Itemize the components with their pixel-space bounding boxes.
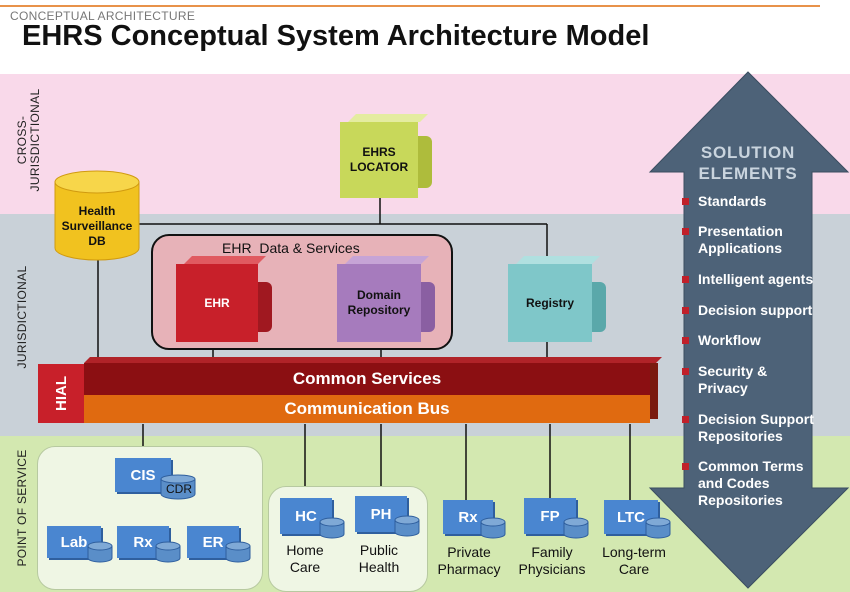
- ltc-caption-line1: Long-term: [602, 544, 666, 560]
- hc-node: HC: [280, 498, 332, 534]
- bullet-icon: [682, 463, 689, 470]
- pharmacy-caption: Private Pharmacy: [430, 544, 508, 578]
- solution-item-4-line1: Decision support: [698, 302, 813, 318]
- solution-item-6-line1: Security &: [698, 363, 768, 379]
- solution-item-6-line2: Privacy: [698, 380, 748, 396]
- ltc-caption: Long-term Care: [594, 544, 674, 578]
- solution-item-7-line1: Decision Support: [698, 411, 814, 427]
- header-caption: CONCEPTUAL ARCHITECTURE: [10, 9, 196, 23]
- rx-db-icon: [155, 541, 181, 563]
- bullet-icon: [682, 276, 689, 283]
- pharmacy-caption-line1: Private: [447, 544, 491, 560]
- solution-item-7-line2: Repositories: [698, 428, 783, 444]
- ph-caption: Public Health: [343, 542, 415, 576]
- bus-side: [650, 363, 658, 419]
- health-surveillance-db-label: Health Surveillance DB: [54, 204, 140, 249]
- hc-caption: Home Care: [270, 542, 340, 576]
- ehrs-locator-line2: LOCATOR: [349, 160, 409, 174]
- page-title: EHRS Conceptual System Architecture Mode…: [22, 20, 650, 52]
- bullet-icon: [682, 228, 689, 235]
- solution-item-8-line3: Repositories: [698, 492, 783, 508]
- solution-item-2-line2: Applications: [698, 240, 783, 256]
- bullet-icon: [682, 198, 689, 205]
- pharmacy-caption-line2: Pharmacy: [437, 561, 501, 577]
- ehr-data-services-title: EHR Data & Services: [222, 240, 360, 256]
- er-db-icon: [225, 541, 251, 563]
- pharmacy-db-icon: [480, 517, 506, 539]
- solution-item-8-line2: and Codes: [698, 475, 770, 491]
- ehrs-locator-line1: EHRS: [362, 145, 396, 159]
- hc-db-icon: [319, 517, 345, 539]
- solution-item-6: Security & Privacy: [682, 363, 832, 397]
- ph-caption-line1: Public: [359, 542, 399, 558]
- ehr-label: EHR: [176, 264, 258, 342]
- communication-bus-bar: Communication Bus: [84, 395, 650, 423]
- solution-item-1: Standards: [682, 193, 832, 210]
- solution-title-line2: ELEMENTS: [698, 164, 798, 183]
- health-surveillance-line1: Health: [78, 204, 116, 218]
- bullet-icon: [682, 307, 689, 314]
- fp-caption: Family Physicians: [512, 544, 592, 578]
- fp-db-icon: [563, 517, 589, 539]
- registry-label: Registry: [508, 264, 592, 342]
- solution-item-2: Presentation Applications: [682, 223, 832, 257]
- header-rule: [0, 5, 820, 7]
- solution-item-1-line1: Standards: [698, 193, 767, 209]
- ltc-db-icon: [645, 517, 671, 539]
- solution-item-8-line1: Common Terms: [698, 458, 804, 474]
- hc-caption-line1: Home: [286, 542, 324, 558]
- bullet-icon: [682, 337, 689, 344]
- ltc-caption-line2: Care: [618, 561, 650, 577]
- fp-caption-line2: Physicians: [518, 561, 586, 577]
- fp-caption-line1: Family: [531, 544, 573, 560]
- domain-repository-line1: Domain: [356, 288, 401, 302]
- solution-item-3-line1: Intelligent agents: [698, 271, 814, 287]
- cis-node: CIS: [115, 458, 171, 492]
- solution-item-5-line1: Workflow: [698, 332, 761, 348]
- bullet-icon: [682, 368, 689, 375]
- solution-title-line1: SOLUTION: [700, 143, 796, 162]
- ehr-cube: EHR: [176, 256, 274, 342]
- solution-elements-title: SOLUTION ELEMENTS: [684, 142, 812, 184]
- common-services-bar: Common Services: [84, 363, 650, 395]
- cdr-db-icon: [160, 474, 196, 500]
- solution-item-4: Decision support: [682, 302, 832, 319]
- lab-db-icon: [87, 541, 113, 563]
- rx-node: Rx: [117, 526, 169, 558]
- health-surveillance-line2: Surveillance: [61, 219, 133, 233]
- ph-caption-line2: Health: [358, 559, 400, 575]
- bullet-icon: [682, 416, 689, 423]
- solution-elements-arrow: [648, 71, 850, 589]
- solution-item-3: Intelligent agents: [682, 271, 832, 288]
- registry-cube: Registry: [508, 256, 608, 342]
- cdr-label: CDR: [166, 482, 192, 496]
- solution-item-8: Common Terms and Codes Repositories: [682, 458, 832, 509]
- health-surveillance-line3: DB: [88, 234, 106, 248]
- solution-item-5: Workflow: [682, 332, 832, 349]
- solution-item-7: Decision Support Repositories: [682, 411, 832, 445]
- ph-db-icon: [394, 515, 420, 537]
- hc-caption-line2: Care: [289, 559, 321, 575]
- health-surveillance-db-cylinder: [54, 170, 140, 261]
- hial-block: HIAL: [38, 364, 84, 423]
- solution-item-2-line1: Presentation: [698, 223, 783, 239]
- domain-repository-line2: Repository: [347, 303, 411, 317]
